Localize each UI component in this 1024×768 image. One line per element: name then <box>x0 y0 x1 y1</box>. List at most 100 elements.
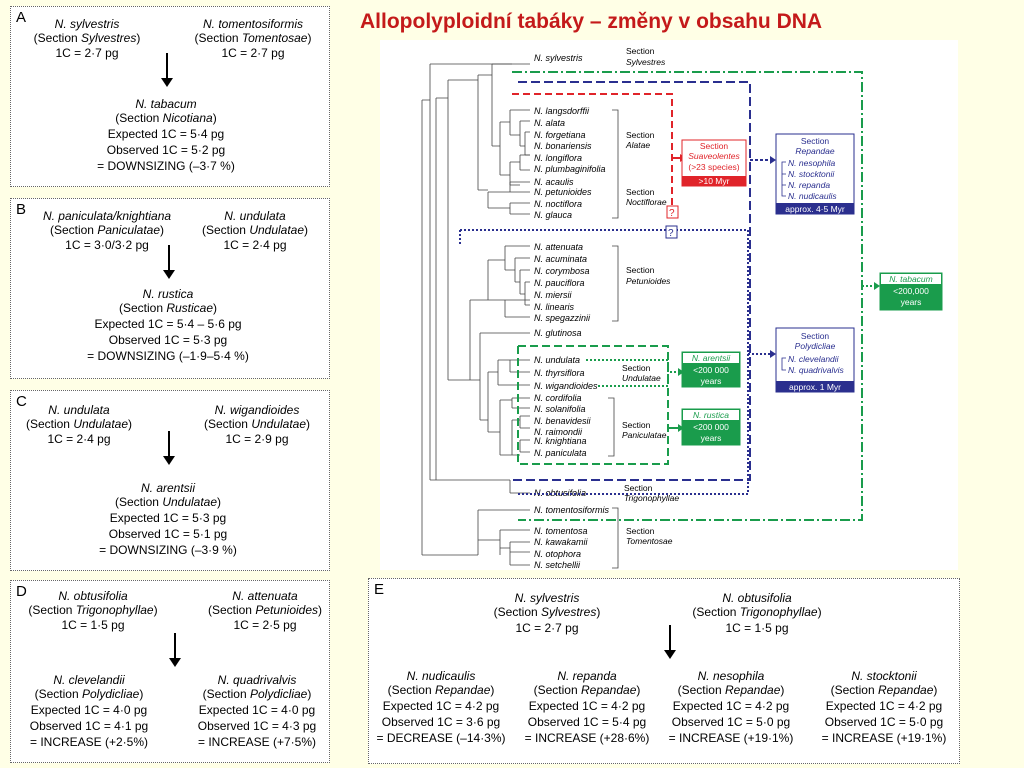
hybrid2-observed: Observed 1C = 4·3 pg <box>197 719 317 733</box>
section-brackets <box>608 109 619 569</box>
hybrid-change: = INCREASE (+19·1%) <box>668 731 794 745</box>
parent1-section: (Section Sylvestres) <box>493 605 601 619</box>
section-label: Tomentosae <box>626 536 673 546</box>
repandae-name: Repandae <box>795 146 835 156</box>
parent1-genome-size: 1C = 2·7 pg <box>515 621 579 635</box>
arentsii-age-unit: years <box>701 376 722 386</box>
size-change: = DOWNSIZING (–1·9–5·4 %) <box>87 349 249 363</box>
parent2-genome-size: 1C = 1·5 pg <box>725 621 789 635</box>
question-box <box>665 225 678 239</box>
down-arrow-icon <box>169 633 181 667</box>
expected-size: Expected 1C = 5·3 pg <box>109 511 227 525</box>
green-arrowhead-icon <box>678 368 684 376</box>
rustica-age-unit: years <box>701 433 722 443</box>
hybrid-section: (Section Undulatae) <box>114 495 222 509</box>
taxon-label: N. otophora <box>534 549 581 559</box>
parent2-name: N. wigandioides <box>214 403 300 417</box>
green-dashed-box <box>517 345 669 465</box>
polydicliae-member: N. clevelandii <box>788 354 840 364</box>
polydicliae-age: approx. 1 Myr <box>789 382 841 392</box>
polydicliae-title: Section <box>801 331 830 341</box>
parent2-section: (Section Trigonophyllae) <box>692 605 822 619</box>
tree-branches <box>421 63 530 566</box>
repandae-member: N. repanda <box>788 180 830 190</box>
expected-size: Expected 1C = 5·4 pg <box>107 127 225 141</box>
red-dashed-path <box>512 93 673 206</box>
taxon-labels: N. sylvestris N. langsdorffii N. alata N… <box>534 53 610 570</box>
panel-label: E <box>374 581 385 598</box>
panel-c: C N. undulata (Section Undulatae) 1C = 2… <box>10 390 330 571</box>
taxon-label: N. tomentosa <box>534 526 588 536</box>
parent1-section: (Section Sylvestres) <box>33 31 141 45</box>
taxon-label: N. longiflora <box>534 153 582 163</box>
parent1-genome-size: 1C = 2·4 pg <box>47 432 111 446</box>
panel-label: C <box>16 393 27 410</box>
taxon-label: N. undulata <box>534 355 580 365</box>
parent1-section: (Section Undulatae) <box>25 417 133 431</box>
hybrid-section: (Section Repandae) <box>387 683 495 697</box>
parent1-section: (Section Trigonophyllae) <box>28 603 158 617</box>
parent2-genome-size: 1C = 2·7 pg <box>221 46 285 60</box>
hybrid2-expected: Expected 1C = 4·0 pg <box>198 703 316 717</box>
parent1-name: N. paniculata/knightiana <box>42 209 172 223</box>
taxon-label: N. attenuata <box>534 242 583 252</box>
down-arrow-icon <box>664 625 676 659</box>
polydicliae-age-bar <box>776 381 854 392</box>
section-label: Paniculatae <box>622 430 667 440</box>
phylogeny-panel: N. sylvestris N. langsdorffii N. alata N… <box>380 40 958 570</box>
hybrid-section: (Section Nicotiana) <box>115 111 217 125</box>
taxon-label: N. kawakamii <box>534 537 589 547</box>
taxon-label: N. miersii <box>534 290 572 300</box>
taxon-label: N. acuminata <box>534 254 587 264</box>
blue-arrowhead-icon <box>770 350 776 358</box>
hybrid-change: = DECREASE (–14·3%) <box>376 731 506 745</box>
repandae-member: N. stocktonii <box>788 169 835 179</box>
suaveolentes-name: Suaveolentes <box>688 151 740 161</box>
taxon-label: N. acaulis <box>534 177 574 187</box>
panel-label: B <box>16 201 27 218</box>
hybrid-name: N. nudicaulis <box>406 669 476 683</box>
parent1-name: N. sylvestris <box>514 591 580 605</box>
polydicliae-name: Polydicliae <box>795 341 836 351</box>
polydicliae-member: N. quadrivalvis <box>788 365 844 375</box>
section-label: Section <box>622 420 651 430</box>
hybrid2-change: = INCREASE (+7·5%) <box>197 735 317 749</box>
repandae-member: N. nudicaulis <box>788 191 837 201</box>
taxon-label: N. plumbaginifolia <box>534 164 606 174</box>
question-box <box>666 205 679 219</box>
section-label: Section <box>626 187 655 197</box>
taxon-label: N. spegazzinii <box>534 313 591 323</box>
taxon-label: N. glutinosa <box>534 328 582 338</box>
blue-dashed-path <box>510 81 751 481</box>
green-dotted-path <box>586 359 678 373</box>
question-mark: ? <box>669 208 675 219</box>
hybrid-section: (Section Rusticae) <box>118 301 218 315</box>
parent1-name: N. sylvestris <box>54 17 120 31</box>
question-mark: ? <box>668 228 674 239</box>
size-change: = DOWNSIZING (–3·7 %) <box>97 159 235 173</box>
section-label: Section <box>622 363 651 373</box>
taxon-label: N. cordifolia <box>534 393 582 403</box>
size-change: = DOWNSIZING (–3·9 %) <box>99 543 237 557</box>
taxon-label: N. benavidesii <box>534 416 592 426</box>
rustica-age: <200 000 <box>693 422 729 432</box>
slide-title: Allopolyploidní tabáky – změny v obsahu … <box>360 10 823 33</box>
section-label: Undulatae <box>622 373 661 383</box>
parent2-section: (Section Tomentosae) <box>194 31 312 45</box>
hybrid-section: (Section Repandae) <box>677 683 785 697</box>
green-arrowhead-icon <box>874 282 880 290</box>
parent1-genome-size: 1C = 1·5 pg <box>61 618 125 632</box>
hybrid1-observed: Observed 1C = 4·1 pg <box>29 719 149 733</box>
repandae-age: approx. 4·5 Myr <box>785 204 845 214</box>
taxon-label: N. obtusifolia <box>534 488 586 498</box>
parent2-name: N. attenuata <box>232 589 298 603</box>
observed-size: Observed 1C = 5·1 pg <box>108 527 228 541</box>
expected-size: Expected 1C = 5·4 – 5·6 pg <box>94 317 242 331</box>
hybrid-observed: Observed 1C = 5·0 pg <box>824 715 944 729</box>
parent2-section: (Section Undulatae) <box>203 417 311 431</box>
hybrid1-section: (Section Polydicliae) <box>34 687 144 701</box>
taxon-label: N. forgetiana <box>534 130 586 140</box>
hybrid-section: (Section Repandae) <box>533 683 641 697</box>
taxon-label: N. sylvestris <box>534 53 583 63</box>
parent2-name: N. tomentosiformis <box>202 17 304 31</box>
